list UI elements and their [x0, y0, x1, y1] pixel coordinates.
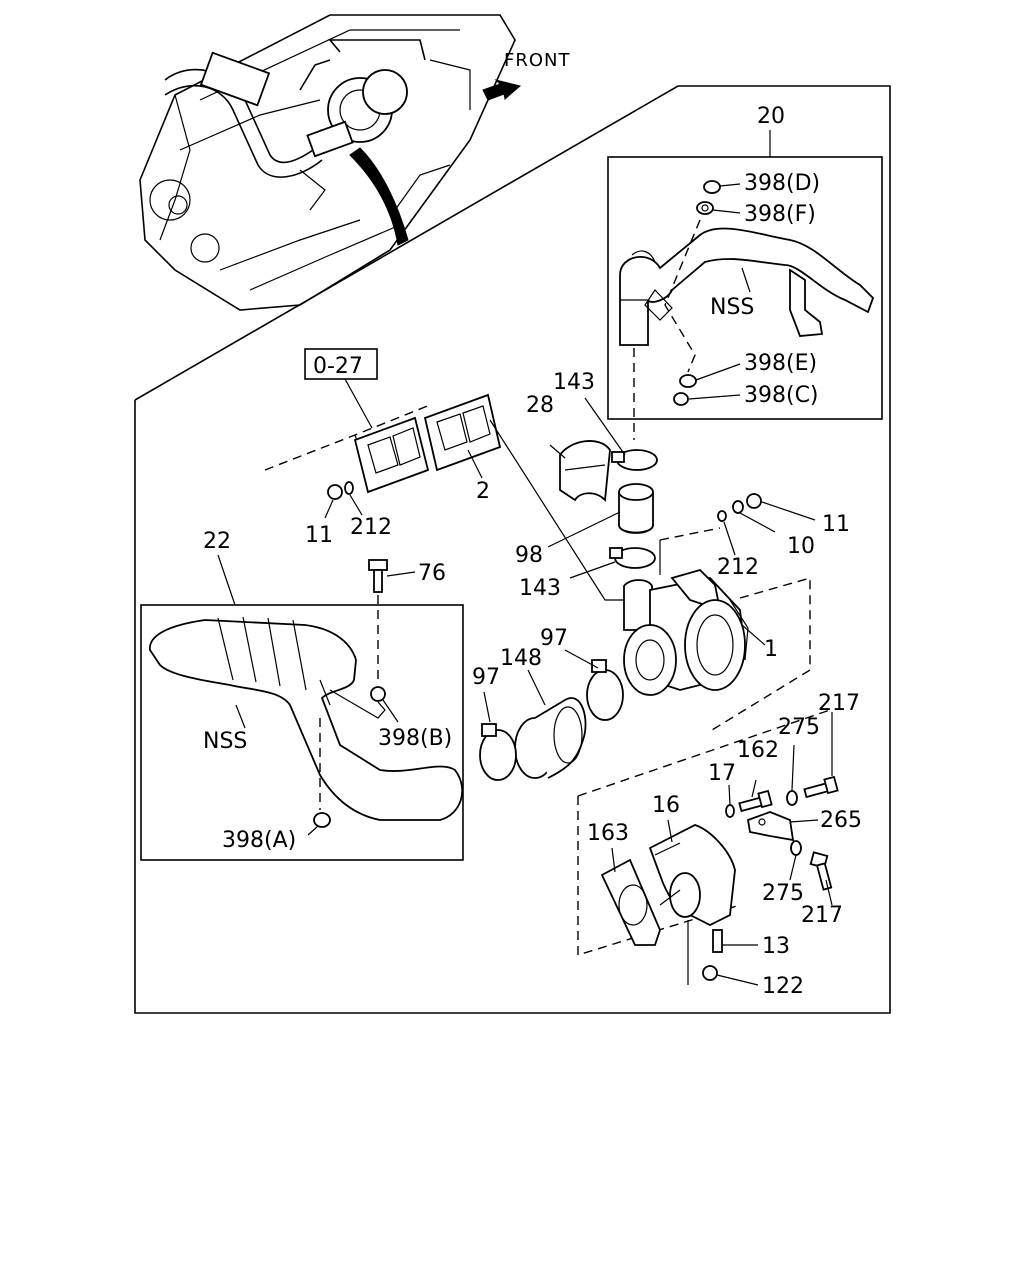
bracket-265: [746, 811, 795, 842]
hose-148: [514, 697, 587, 779]
callout-143-lower: 143: [519, 576, 561, 601]
gasket-163: [600, 858, 661, 946]
callout-22: 22: [203, 529, 231, 554]
callout-nss-upper: NSS: [710, 295, 754, 320]
nut-398E: [679, 374, 697, 388]
callout-148: 148: [500, 646, 542, 671]
front-arrow-icon: [482, 79, 522, 101]
callout-2: 2: [476, 479, 490, 504]
bolt-217-lower: [809, 851, 833, 891]
callout-98: 98: [515, 543, 543, 568]
front-label: FRONT: [504, 50, 571, 71]
callout-nss-lower: NSS: [203, 729, 247, 754]
callout-398F: 398(F): [744, 202, 816, 227]
bolt-162: [738, 789, 773, 813]
callout-11-left: 11: [305, 523, 333, 548]
washer-17: [725, 804, 735, 818]
hose-clamp-97-right: [586, 659, 624, 721]
callout-16: 16: [652, 793, 680, 818]
callout-212-left: 212: [350, 515, 392, 540]
reference-box-0-27: [304, 348, 378, 380]
pipe-22-illustration: [149, 616, 464, 821]
nut-11-right: [746, 493, 762, 509]
stud-13: [712, 929, 723, 953]
washer-212-left: [344, 481, 354, 495]
subassembly-box-20: [607, 156, 883, 420]
callout-398D: 398(D): [744, 171, 820, 196]
nut-11-left: [327, 484, 343, 500]
callout-76: 76: [418, 561, 446, 586]
callout-398A: 398(A): [222, 828, 296, 853]
callout-217-lower: 217: [801, 903, 843, 928]
callout-17: 17: [708, 761, 736, 786]
washer-275-upper: [786, 790, 798, 806]
hose-clamp-97-left: [479, 723, 517, 781]
washer-275-lower: [790, 840, 802, 856]
callout-13: 13: [762, 934, 790, 959]
callout-398B: 398(B): [378, 726, 452, 751]
callout-labels: 20 398(D) 398(F) NSS 398(E) 398(C) 143 2…: [203, 104, 862, 999]
main-frame: [134, 85, 891, 1014]
elbow-16: [648, 824, 736, 927]
pipe-20-illustration: [619, 227, 875, 346]
washer-212-right: [717, 510, 727, 522]
callout-20: 20: [757, 104, 785, 129]
callout-265: 265: [820, 808, 862, 833]
washer-398C: [673, 392, 689, 406]
callout-163: 163: [587, 821, 629, 846]
washer-398F: [696, 201, 714, 215]
engine-overview-illustration: [139, 14, 516, 311]
callout-212-right: 212: [717, 555, 759, 580]
callout-122: 122: [762, 974, 804, 999]
callout-143-upper: 143: [553, 370, 595, 395]
callout-275-upper: 275: [778, 715, 820, 740]
nut-122: [702, 965, 718, 981]
callout-10: 10: [787, 534, 815, 559]
hose-98: [618, 483, 654, 534]
callout-217-upper: 217: [818, 691, 860, 716]
turbocharger-1: [623, 568, 749, 696]
callout-162: 162: [737, 738, 779, 763]
subassembly-box-22: [140, 604, 464, 861]
callout-398C: 398(C): [744, 383, 819, 408]
reference-label-0-27: 0-27: [313, 354, 363, 379]
bolt-76: [368, 559, 388, 593]
nut-398A: [313, 812, 331, 828]
nut-398D: [703, 180, 721, 194]
nut-398B: [370, 686, 386, 702]
callout-398E: 398(E): [744, 351, 817, 376]
bolt-217-upper: [803, 775, 839, 799]
callout-1: 1: [764, 637, 778, 662]
callout-97-right: 97: [540, 626, 568, 651]
clamp-28: [559, 440, 611, 502]
callout-28: 28: [526, 393, 554, 418]
callout-97-left: 97: [472, 665, 500, 690]
callout-275-lower: 275: [762, 881, 804, 906]
washer-10: [732, 500, 744, 514]
callout-11-right: 11: [822, 512, 850, 537]
detail-pointer-arrow: [349, 147, 409, 246]
gasket-pair: [353, 393, 502, 494]
